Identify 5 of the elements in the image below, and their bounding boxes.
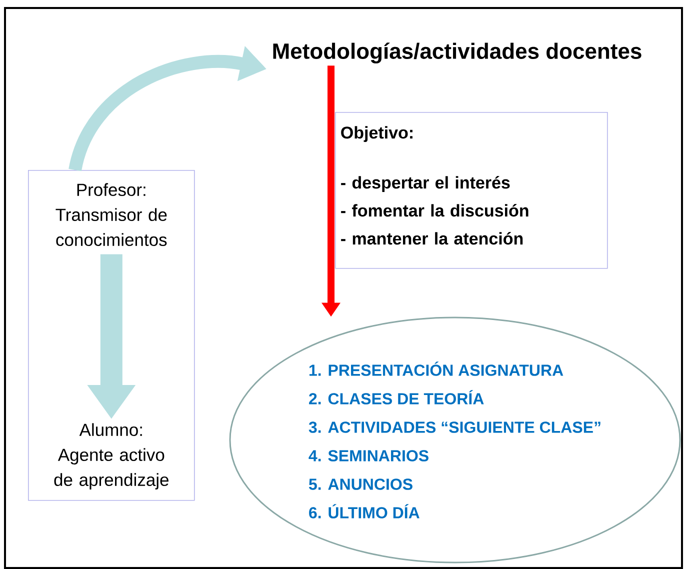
objective-box: Objetivo: - despertar el interés - fomentar la discusión - mantener la atención — [335, 112, 608, 269]
role-text: Profesor: Transmisor de conocimientos — [56, 183, 167, 246]
panel-box — [28, 170, 195, 501]
role-text: Alumno: Agente activo de aprendizaje — [54, 423, 168, 490]
heading: Metodologías/actividades docentes — [273, 42, 642, 64]
